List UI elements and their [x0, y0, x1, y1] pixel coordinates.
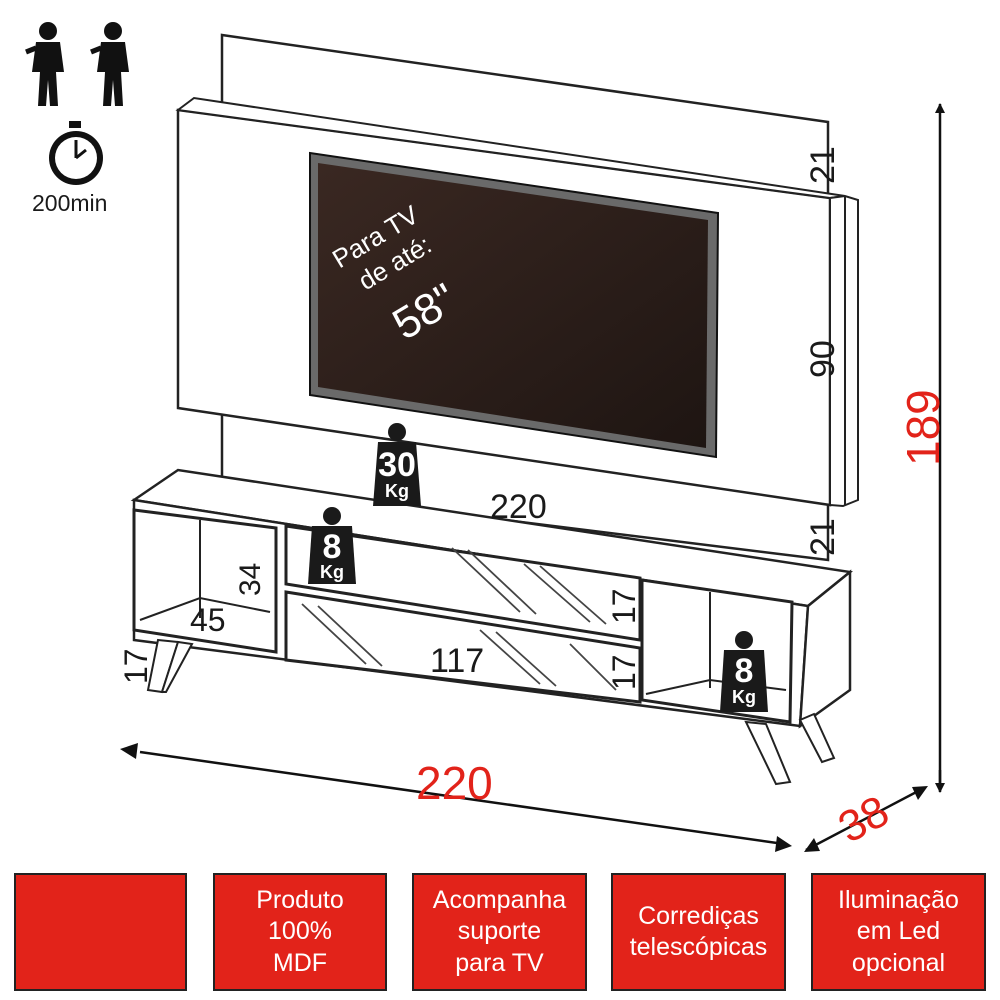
- dim-panel-width: 220: [490, 488, 547, 526]
- feature-text: Acompanha: [432, 886, 567, 915]
- feature-text: Iluminação: [838, 886, 959, 915]
- feature-text: suporte: [457, 917, 542, 946]
- dim-panel-height: 90: [804, 340, 842, 378]
- weight-tag-panel: [373, 423, 421, 506]
- feature-text: telescópicas: [629, 933, 768, 961]
- feature-text: Produto: [256, 886, 344, 915]
- weight-value-niche: 8: [734, 652, 754, 690]
- dimension-arrows: [120, 103, 945, 852]
- weight-tag-shelf: [308, 507, 356, 584]
- dim-total-width: 220: [416, 757, 493, 809]
- person-icon: [90, 22, 129, 106]
- feature-text: opcional: [851, 948, 946, 977]
- feature-badge-led: Iluminação em Led opcional: [811, 873, 986, 991]
- feature-text: MDF: [272, 948, 328, 977]
- weight-value-shelf: 8: [322, 528, 342, 566]
- dim-total-height: 189: [897, 389, 949, 466]
- feature-text: em Led: [856, 917, 941, 946]
- weight-tag-niche: [720, 631, 768, 712]
- dim-center-width: 117: [430, 642, 485, 680]
- dim-foot-height: 17: [118, 648, 154, 684]
- feature-badge-tv-support: Acompanha suporte para TV: [412, 873, 587, 991]
- weight-unit-niche: Kg: [732, 687, 756, 707]
- feature-text: 100%: [268, 917, 332, 946]
- weight-value-panel: 30: [378, 446, 416, 484]
- feature-badge-slides: Corrediças telescópicas: [611, 873, 786, 991]
- stopwatch-icon: [49, 121, 103, 185]
- dim-panel-bottom-strip: 21: [804, 518, 842, 556]
- dim-panel-top-strip: 21: [804, 146, 842, 184]
- tv-screen: [309, 151, 720, 459]
- feature-badge-mdf: Produto 100% MDF: [213, 873, 387, 991]
- weight-unit-shelf: Kg: [320, 562, 344, 582]
- dim-niche-height: 34: [234, 562, 267, 596]
- feature-badge-blank: [14, 873, 187, 991]
- feature-text: Corrediças: [638, 901, 759, 930]
- dim-drawer-top: 17: [606, 588, 642, 624]
- weight-unit-panel: Kg: [385, 481, 409, 501]
- dim-niche-width: 45: [190, 602, 226, 638]
- feature-text: para TV: [455, 948, 544, 977]
- person-icon: [25, 22, 64, 106]
- dim-drawer-bottom: 17: [606, 654, 642, 690]
- assembly-time: 200min: [32, 190, 108, 216]
